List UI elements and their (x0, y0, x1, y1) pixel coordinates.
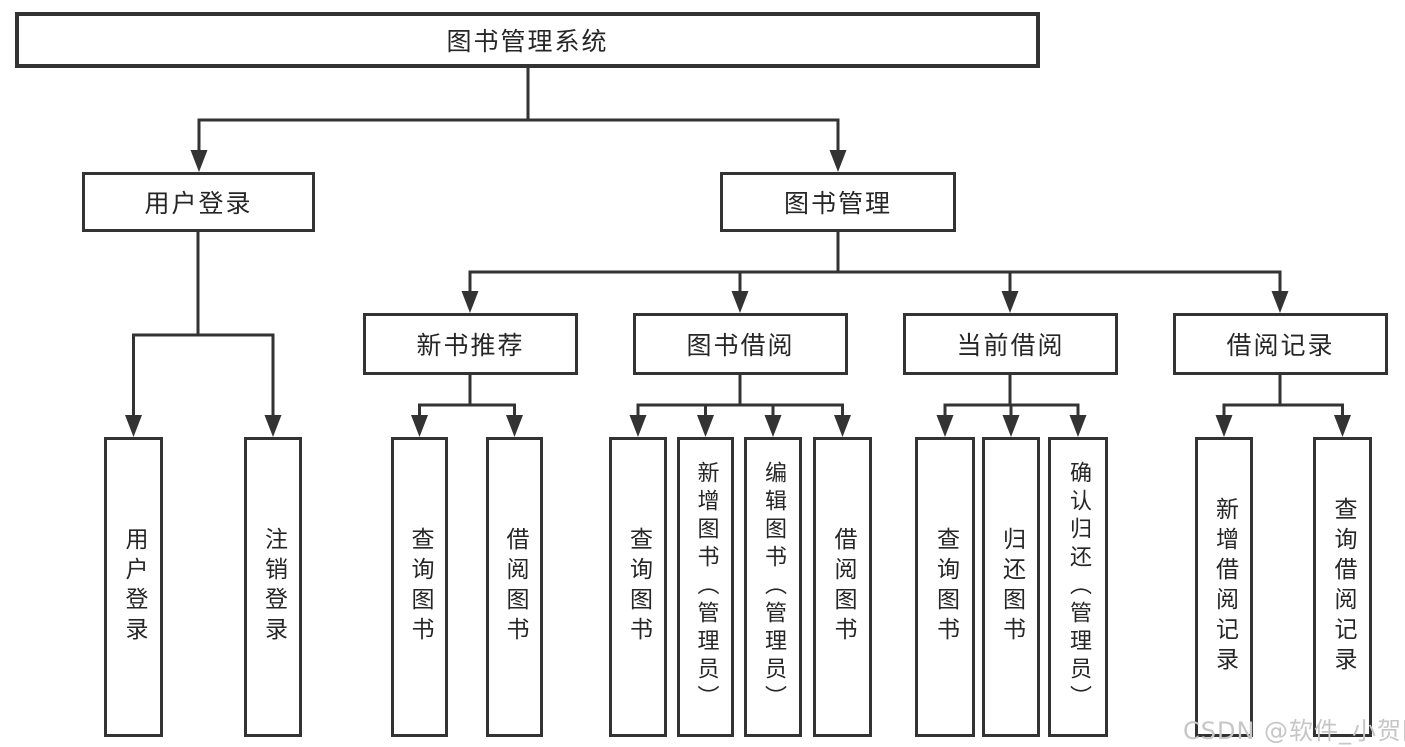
node-current-borrowing: 当前借阅 (903, 313, 1118, 375)
node-leaf-query-books-recommend: 查询图书 (391, 437, 448, 737)
node-book-borrowing: 图书借阅 (633, 313, 848, 375)
node-leaf-confirm-return-admin: 确认归还（管理员） (1048, 437, 1108, 737)
node-leaf-user-login: 用户登录 (104, 437, 163, 737)
node-leaf-borrow-books: 借阅图书 (813, 437, 872, 737)
node-book-management-module: 图书管理 (720, 172, 956, 232)
arrowhead-icons (125, 150, 1351, 437)
node-borrowing-records: 借阅记录 (1173, 313, 1388, 375)
node-user-login-module: 用户登录 (82, 172, 315, 232)
node-leaf-query-books-borrowing: 查询图书 (609, 437, 667, 737)
csdn-watermark: CSDN @软件_小贺同学 (1183, 717, 1405, 745)
node-leaf-add-borrow-record: 新增借阅记录 (1195, 437, 1253, 737)
node-leaf-return-books: 归还图书 (982, 437, 1040, 737)
node-leaf-edit-books-admin: 编辑图书（管理员） (744, 437, 802, 737)
node-leaf-query-borrow-record: 查询借阅记录 (1313, 437, 1372, 737)
node-root-system: 图书管理系统 (15, 12, 1040, 68)
node-leaf-borrow-books-recommend: 借阅图书 (486, 437, 543, 737)
node-leaf-logout: 注销登录 (244, 437, 302, 737)
node-leaf-query-books-current: 查询图书 (915, 437, 975, 737)
node-leaf-add-books-admin: 新增图书（管理员） (677, 437, 734, 737)
node-new-book-recommend: 新书推荐 (363, 313, 578, 375)
